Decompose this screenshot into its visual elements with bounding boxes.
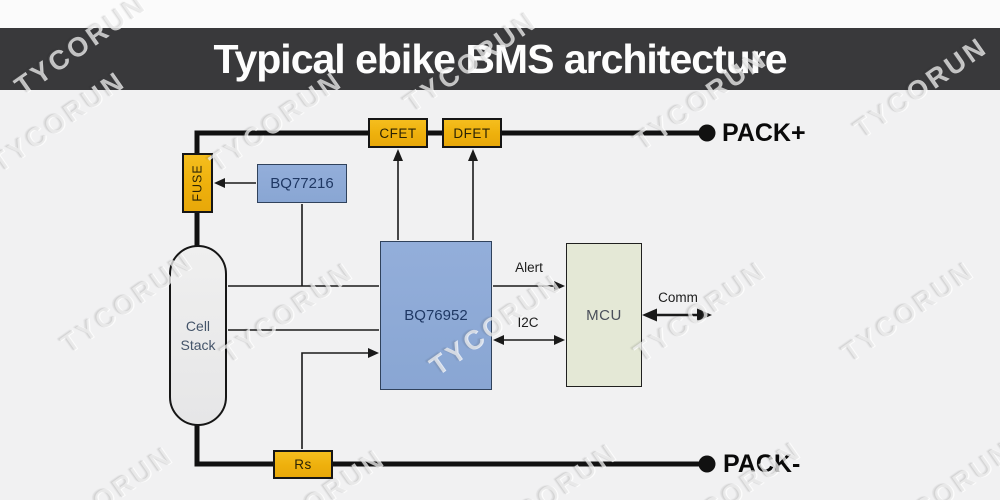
rs-label: Rs [294,457,312,472]
arrow-into-fuse [214,178,225,188]
pack-plus-bus-wire [194,130,705,156]
pack-minus-label: PACK- [723,450,801,478]
cell-stack-line2: Stack [180,336,216,353]
alert-wire-label: Alert [515,260,543,275]
cell-stack-line1: Cell [185,317,211,334]
rs-shunt-block: Rs [273,450,333,479]
cfet-label: CFET [379,125,417,141]
arrow-i2c-right [554,335,565,345]
arrow-comm-left [642,308,657,322]
bq76952-label: BQ76952 [404,307,468,324]
fuse-block: FUSE [182,153,213,213]
bq76952-block: BQ76952 [380,241,492,390]
cell-stack-label: Cell Stack [180,317,215,355]
arrow-rs-into-bq76952 [368,348,379,358]
dfet-label: DFET [453,125,491,141]
mcu-label: MCU [586,306,622,324]
top-strip [0,0,1000,28]
rs-sense-wire [301,352,371,449]
comm-wire-label: Comm [658,290,698,305]
pack-minus-terminal-dot [698,455,716,473]
fuse-label: FUSE [190,164,205,202]
cfet-block: CFET [368,118,428,148]
power-bus-lines [194,130,705,467]
bq77216-block: BQ77216 [257,164,347,203]
signal-wires [222,159,703,449]
mcu-block: MCU [566,243,642,387]
arrow-alert-into-mcu [554,281,565,291]
arrow-into-cfet [393,149,403,161]
dfet-block: DFET [442,118,502,148]
pack-minus-bus-wire [194,423,705,467]
arrow-comm-right [697,308,712,322]
arrow-into-dfet [468,149,478,161]
arrowheads [214,149,712,358]
cell-stack-block: Cell Stack [169,245,227,426]
pack-plus-terminal-dot [698,124,716,142]
pack-plus-label: PACK+ [722,119,806,147]
title-banner: Typical ebike BMS architecture [0,28,1000,90]
bq77216-label: BQ77216 [270,175,334,192]
arrow-i2c-left [493,335,504,345]
page-title: Typical ebike BMS architecture [213,35,787,82]
i2c-wire-label: I2C [517,315,539,330]
